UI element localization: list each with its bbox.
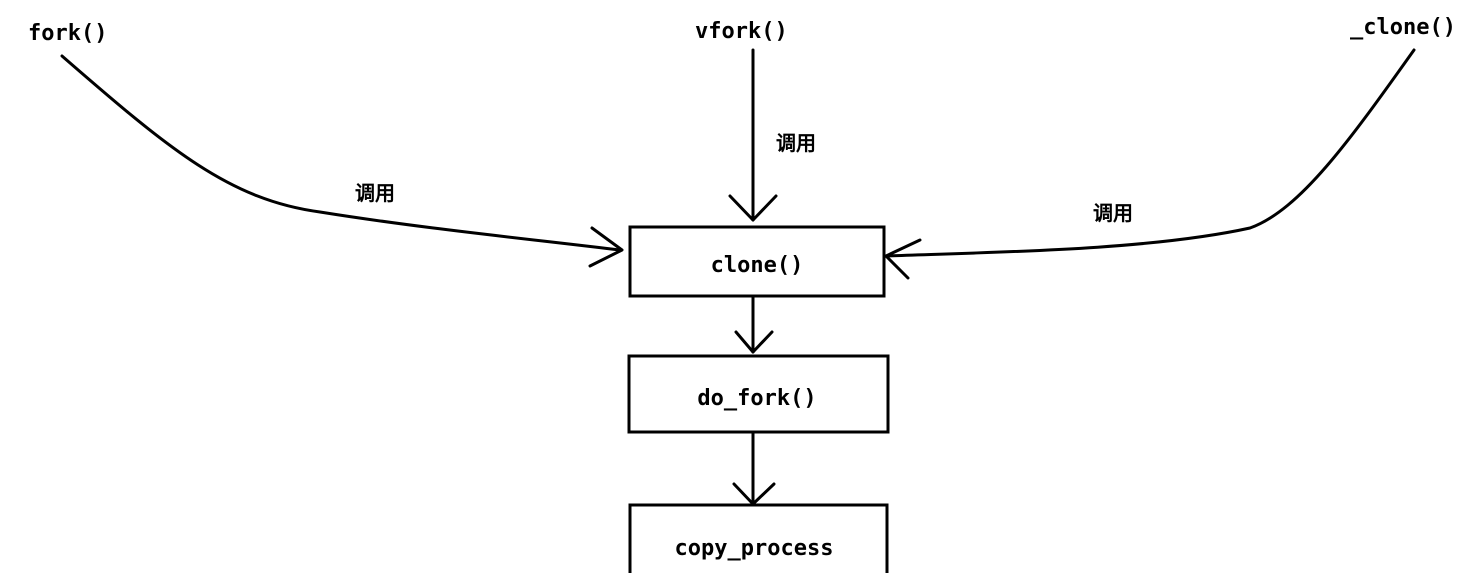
copy-process-box <box>628 503 889 573</box>
fork-source-label: fork() <box>28 21 107 46</box>
fork-to-clone-edge <box>60 54 622 252</box>
fork-to-clone-arrowhead <box>588 226 624 268</box>
vfork-edge-call-label: 调用 <box>776 131 816 155</box>
fork-edge-call-label: 调用 <box>355 181 395 205</box>
clone-wrapper-source-label: _clone() <box>1350 15 1456 40</box>
clone-wrapper-to-clone-arrowhead <box>884 238 922 280</box>
copy-process-box-label: copy_process <box>675 536 834 561</box>
clone-wrapper-edge-call-label: 调用 <box>1093 201 1133 225</box>
clone-box <box>628 225 886 298</box>
vfork-to-clone-arrowhead <box>728 194 778 222</box>
vfork-source-label: vfork() <box>695 19 788 44</box>
do-fork-box <box>627 354 890 434</box>
clone-wrapper-to-clone-edge <box>884 48 1416 258</box>
clone-to-do-fork-arrowhead <box>734 330 774 354</box>
clone-box-label: clone() <box>711 253 804 278</box>
do-fork-box-label: do_fork() <box>697 386 816 411</box>
